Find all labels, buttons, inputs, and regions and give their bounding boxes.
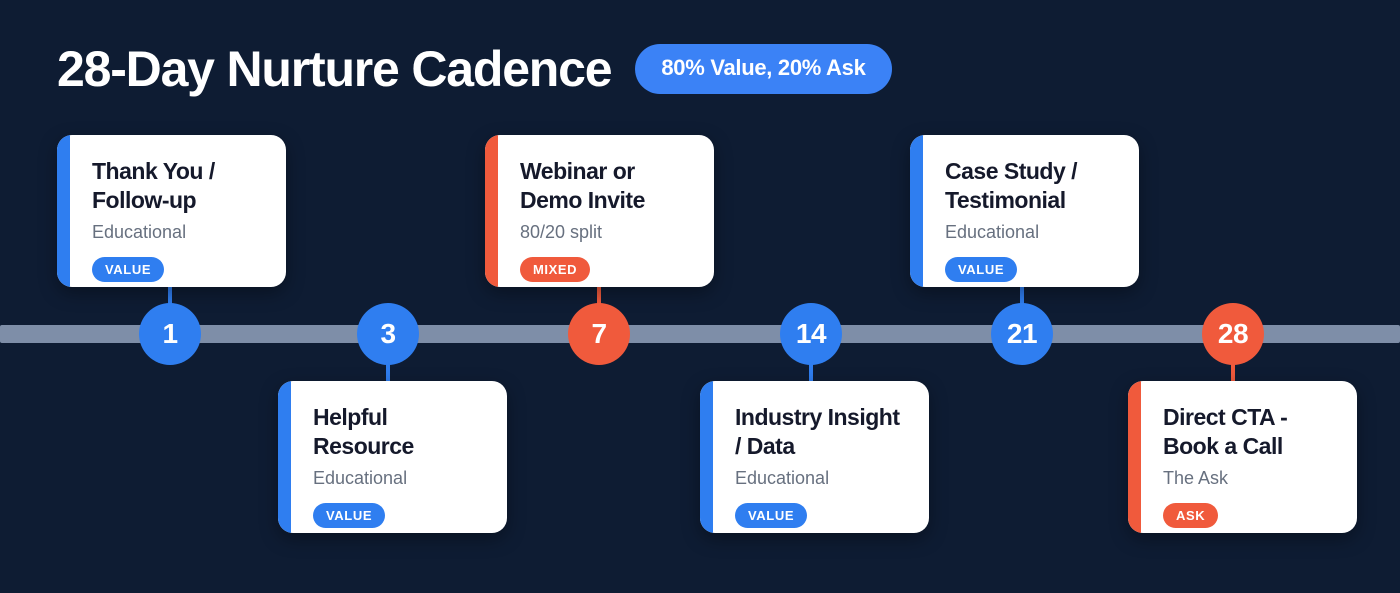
card-title: Webinar or Demo Invite <box>520 158 645 214</box>
card-category-tag: VALUE <box>313 503 386 528</box>
card-subtitle: The Ask <box>1163 468 1229 489</box>
milestone-day-marker[interactable]: 14 <box>780 303 842 365</box>
card-category-tag: VALUE <box>92 257 165 282</box>
card-accent-bar <box>485 135 498 287</box>
milestone-day-marker[interactable]: 1 <box>139 303 201 365</box>
milestone-day-marker[interactable]: 7 <box>568 303 630 365</box>
card-category-tag: VALUE <box>945 257 1018 282</box>
milestone-day-label: 3 <box>380 318 396 349</box>
milestone-day-label: 7 <box>591 318 607 349</box>
card-accent-bar <box>910 135 923 287</box>
card-category-tag: ASK <box>1163 503 1219 528</box>
header: 28-Day Nurture Cadence 80% Value, 20% As… <box>57 34 892 104</box>
card-title: Thank You / Follow-up <box>92 158 215 214</box>
card-accent-bar <box>278 381 291 533</box>
card-title: Direct CTA - Book a Call <box>1163 404 1288 460</box>
milestone-day-label: 28 <box>1217 318 1249 349</box>
milestone-day-marker[interactable]: 21 <box>991 303 1053 365</box>
milestone-day-marker[interactable]: 28 <box>1202 303 1264 365</box>
milestone-day-label: 1 <box>162 318 178 349</box>
milestone-connector <box>1020 283 1024 311</box>
card-category-tag: VALUE <box>735 503 808 528</box>
milestone-connector <box>597 283 601 311</box>
value-ask-ratio-badge: 80% Value, 20% Ask <box>635 44 892 94</box>
card-title: Helpful Resource <box>313 404 414 460</box>
milestone-day-label: 14 <box>795 318 827 349</box>
card-subtitle: Educational <box>92 222 187 243</box>
milestone-connector <box>1231 357 1235 387</box>
card-subtitle: Educational <box>313 468 408 489</box>
timeline-axis <box>0 325 1400 343</box>
milestone-connector <box>809 357 813 387</box>
milestone-day-label: 21 <box>1006 318 1038 349</box>
card-accent-bar <box>1128 381 1141 533</box>
card-accent-bar <box>57 135 70 287</box>
milestone-connector <box>168 283 172 311</box>
card-title: Industry Insight / Data <box>735 404 900 460</box>
milestone-day-marker[interactable]: 3 <box>357 303 419 365</box>
card-subtitle: 80/20 split <box>520 222 603 243</box>
page-title: 28-Day Nurture Cadence <box>57 41 613 97</box>
card-category-tag: MIXED <box>520 257 591 282</box>
card-subtitle: Educational <box>735 468 830 489</box>
card-accent-bar <box>700 381 713 533</box>
card-subtitle: Educational <box>945 222 1040 243</box>
milestone-connector <box>386 357 390 387</box>
card-title: Case Study / Testimonial <box>945 158 1078 214</box>
